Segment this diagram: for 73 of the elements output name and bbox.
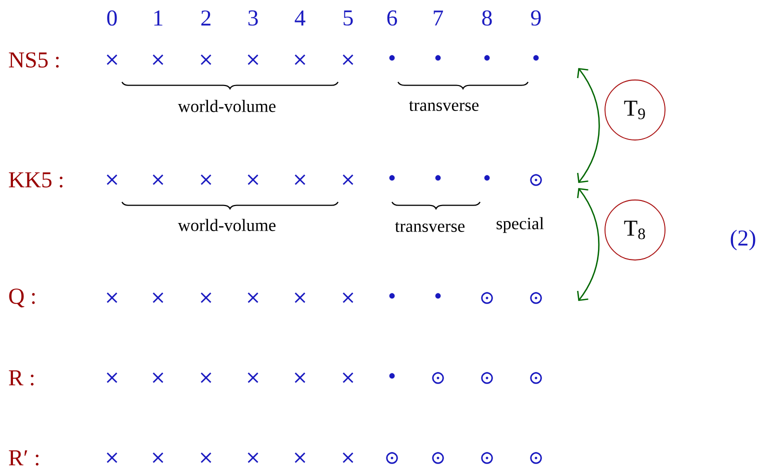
- dimension-symbol: •: [435, 293, 441, 299]
- row-label: Q :: [9, 288, 35, 308]
- row-label: NS5 :: [8, 52, 59, 68]
- dimension-symbol: ×: [200, 452, 212, 463]
- dimension-symbol: •: [484, 175, 490, 181]
- column-number: 6: [387, 10, 397, 26]
- brace-label: world-volume: [178, 100, 276, 112]
- dimension-symbol: ×: [152, 372, 164, 383]
- row-label: R :: [8, 370, 34, 386]
- dimension-symbol: ×: [342, 54, 354, 65]
- dimension-symbol: ×: [200, 54, 212, 65]
- dimension-symbol: •: [389, 373, 395, 379]
- dimension-symbol: •: [389, 293, 395, 299]
- dimension-symbol: ×: [200, 174, 212, 185]
- dimension-symbol: ×: [152, 174, 164, 185]
- dimension-symbol: ⊙: [432, 372, 444, 384]
- dimension-symbol: ×: [294, 54, 306, 65]
- dimension-symbol: ×: [152, 54, 164, 65]
- column-number: 2: [201, 10, 210, 26]
- dimension-symbol: ×: [248, 452, 258, 463]
- dimension-symbol: ×: [294, 174, 306, 185]
- column-number: 4: [294, 10, 306, 26]
- dimension-symbol: ×: [106, 372, 118, 383]
- dimension-symbol: ×: [152, 292, 164, 303]
- dimension-symbol: ⊙: [481, 452, 493, 464]
- arrow: [577, 188, 600, 301]
- column-number: 7: [434, 10, 444, 26]
- dimension-symbol: •: [389, 55, 395, 61]
- brace-label: world-volume: [178, 218, 276, 232]
- column-number: 1: [154, 10, 162, 26]
- dimension-symbol: ×: [106, 54, 118, 65]
- column-number: 0: [107, 10, 117, 26]
- dimension-symbol: ×: [106, 452, 118, 463]
- dimension-symbol: ×: [248, 292, 258, 303]
- dimension-symbol: ⊙: [530, 452, 542, 464]
- dimension-symbol: ×: [106, 292, 118, 303]
- dimension-symbol: ×: [342, 174, 354, 185]
- dimension-symbol: ×: [106, 174, 118, 185]
- dimension-symbol: ×: [200, 292, 212, 303]
- brace-label: transverse: [395, 222, 465, 232]
- dimension-symbol: ×: [294, 292, 306, 303]
- brace-label: transverse: [409, 101, 479, 111]
- dimension-symbol: ×: [248, 174, 258, 185]
- dimension-symbol: ⊙: [530, 174, 542, 186]
- dimension-symbol: ⊙: [530, 372, 542, 384]
- dimension-symbol: ×: [294, 372, 306, 383]
- dimension-symbol: ×: [342, 372, 354, 383]
- dimension-symbol: ⊙: [481, 292, 493, 304]
- dimension-symbol: •: [435, 55, 441, 61]
- column-number: 9: [531, 10, 541, 26]
- equation-number: (2): [730, 230, 756, 250]
- row-label: R′ :: [8, 450, 38, 466]
- column-number: 8: [482, 10, 492, 26]
- row-label: KK5 :: [8, 172, 62, 188]
- dimension-symbol: •: [389, 175, 395, 181]
- brace-label: special: [496, 217, 544, 233]
- dimension-symbol: ×: [342, 292, 354, 303]
- dimension-symbol: ×: [342, 452, 354, 463]
- dimension-symbol: ×: [200, 372, 212, 383]
- dimension-symbol: •: [533, 55, 539, 61]
- dimension-symbol: •: [435, 175, 441, 181]
- dimension-symbol: ×: [294, 452, 306, 463]
- dimension-symbol: ×: [248, 54, 258, 65]
- dimension-symbol: ⊙: [432, 452, 444, 464]
- dimension-symbol: ×: [152, 452, 164, 463]
- column-number: 3: [248, 10, 258, 26]
- dimension-symbol: ×: [248, 372, 258, 383]
- arrow: [577, 68, 600, 183]
- column-number: 5: [344, 10, 353, 26]
- dimension-symbol: ⊙: [481, 372, 493, 384]
- dimension-symbol: •: [484, 55, 490, 61]
- dimension-symbol: ⊙: [530, 292, 542, 304]
- dimension-symbol: ⊙: [386, 452, 398, 464]
